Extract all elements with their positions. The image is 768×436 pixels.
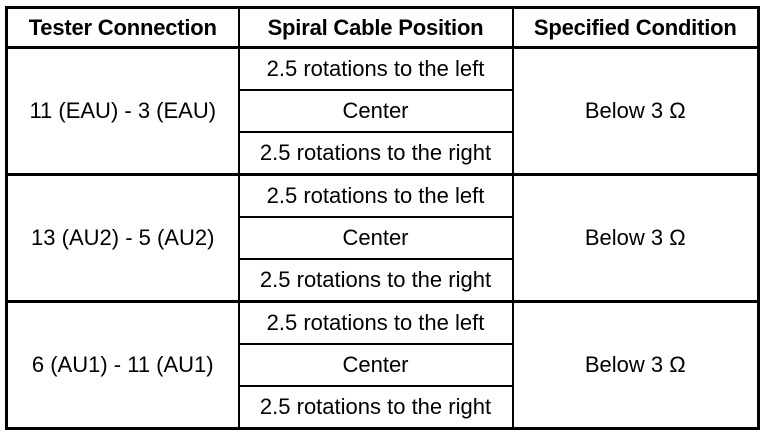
table-row: Center: [7, 216, 759, 260]
header-specified-condition: Specified Condition: [511, 6, 760, 49]
specified-condition-cell: Below 3 Ω: [511, 300, 760, 430]
table-row: 11 (EAU) - 3 (EAU) 2.5 rotations to the …: [5, 46, 760, 176]
spiral-cable-position-cell: 2.5 rotations to the left: [237, 300, 514, 345]
tester-connection-cell: 6 (AU1) - 11 (AU1): [5, 300, 240, 430]
spiral-cable-position-cell: 2.5 rotations to the right: [237, 131, 514, 176]
header-row: Tester Connection Spiral Cable Position …: [5, 6, 760, 49]
table-row: 2.5 rotations to the right: [7, 258, 759, 303]
spiral-cable-position-cell: Center: [237, 89, 514, 133]
specified-condition-cell: Below 3 Ω: [511, 46, 760, 176]
tester-connection-cell: 11 (EAU) - 3 (EAU): [5, 46, 240, 176]
table-row: 13 (AU2) - 5 (AU2) 2.5 rotations to the …: [5, 173, 760, 303]
table-row: Center: [7, 343, 759, 387]
table-row: 6 (AU1) - 11 (AU1) 2.5 rotations to the …: [5, 300, 760, 430]
header-spiral-cable-position: Spiral Cable Position: [237, 6, 514, 49]
spiral-cable-position-cell: 2.5 rotations to the right: [237, 385, 514, 430]
spiral-cable-position-cell: Center: [237, 216, 514, 260]
table-row: 2.5 rotations to the right: [7, 385, 759, 430]
spiral-cable-position-cell: 2.5 rotations to the right: [237, 258, 514, 303]
header-tester-connection: Tester Connection: [5, 6, 240, 49]
spiral-cable-position-cell: 2.5 rotations to the left: [237, 46, 514, 91]
spiral-cable-position-cell: 2.5 rotations to the left: [237, 173, 514, 218]
spec-table: Tester Connection Spiral Cable Position …: [5, 6, 760, 430]
table-row: Center: [7, 89, 759, 133]
specified-condition-cell: Below 3 Ω: [511, 173, 760, 303]
tester-connection-cell: 13 (AU2) - 5 (AU2): [5, 173, 240, 303]
spiral-cable-position-cell: Center: [237, 343, 514, 387]
table-row: 2.5 rotations to the right: [7, 131, 759, 176]
